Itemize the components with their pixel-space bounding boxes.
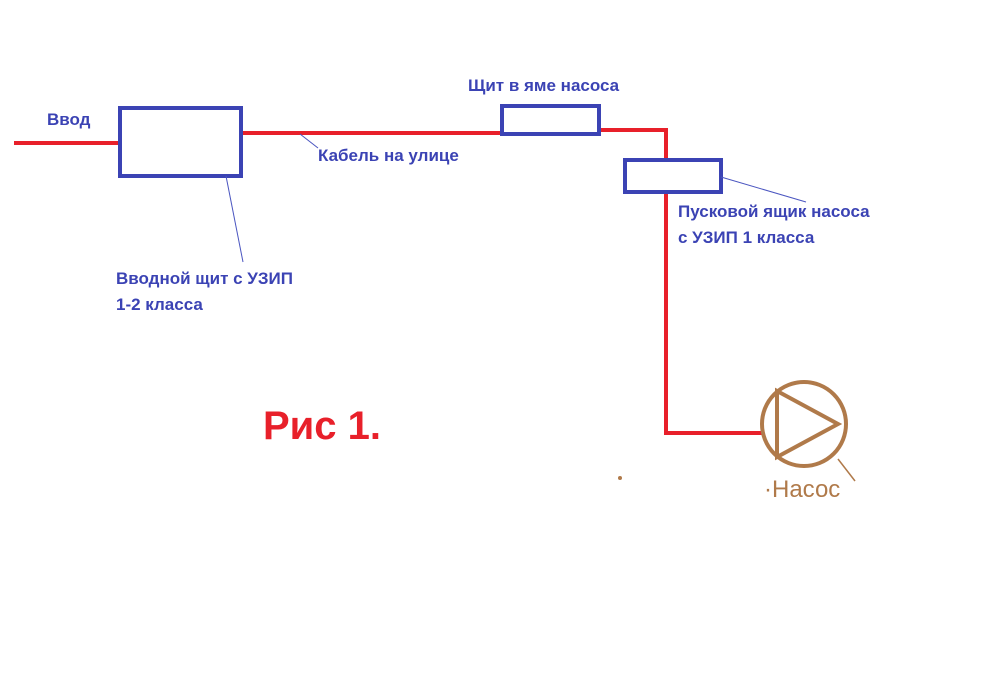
pit-panel-label: Щит в яме насоса: [468, 76, 620, 95]
wires: [14, 128, 762, 435]
main-panel-box: [118, 106, 243, 178]
starter-box-leader: [720, 176, 807, 203]
main-panel-leader: [225, 175, 244, 263]
pump-symbol-icon: [760, 380, 856, 482]
street-cable-leader: [299, 133, 319, 149]
pump-label: ·Насос: [764, 476, 841, 503]
starter-to-pump-wire: [664, 192, 762, 435]
starter-box-label-line2: с УЗИП 1 класса: [678, 228, 815, 247]
main-panel-label-line2: 1-2 класса: [116, 295, 203, 314]
stray-dot: [618, 476, 622, 480]
input-label: Ввод: [47, 110, 91, 129]
pit-panel-box: [500, 104, 601, 136]
figure-caption: Рис 1.: [263, 404, 381, 448]
pit-to-starter-wire: [599, 128, 668, 160]
main-panel-label-line1: Вводной щит с УЗИП: [116, 269, 293, 288]
street-cable-label: Кабель на улице: [318, 146, 459, 165]
starter-box-label-line1: Пусковой ящик насоса: [678, 202, 870, 221]
leader-lines: [225, 133, 807, 263]
starter-box: [623, 158, 723, 194]
